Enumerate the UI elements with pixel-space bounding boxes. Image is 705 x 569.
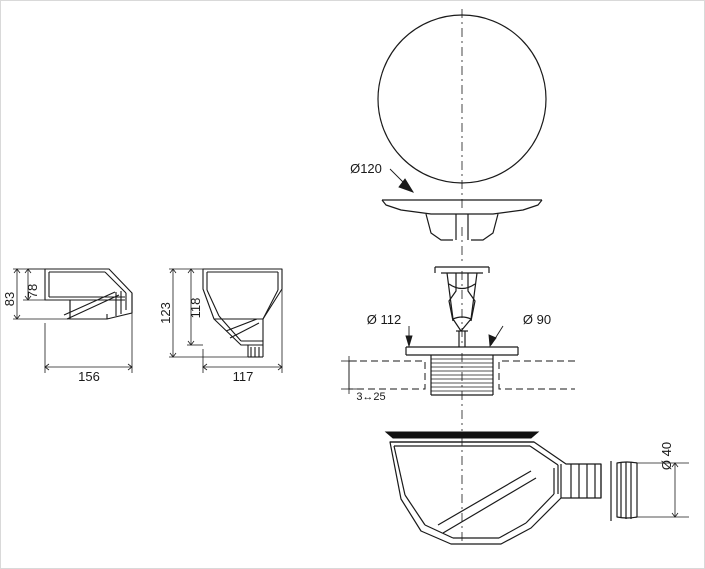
middle-front-view: [202, 268, 283, 358]
dim-label-117: 117: [233, 369, 254, 384]
gasket-seal: [384, 431, 540, 439]
spring-mechanism: [434, 266, 490, 347]
dim-label-123: 123: [158, 302, 173, 324]
left-side-view: [44, 268, 133, 320]
dim-dia90-leader: [488, 325, 504, 348]
hidden-sink-wall-lines: [349, 360, 575, 390]
thread-hatching: [431, 358, 493, 392]
dim-label-dia90: Ø 90: [523, 312, 551, 327]
middle-view-dimension-lines: [169, 268, 283, 373]
dim-dia112-leader: [405, 326, 413, 348]
dim-label-3-25: 3↔25: [356, 391, 385, 403]
dim-label-83: 83: [2, 292, 17, 306]
waste-body-flange: [405, 346, 519, 396]
dim-label-156: 156: [78, 369, 100, 384]
dim-label-dia40: Ø 40: [659, 442, 674, 470]
dim-thread-range: [341, 356, 357, 394]
dim-label-dia112: Ø 112: [367, 312, 401, 327]
trap-body: [389, 441, 602, 545]
dim-label-118: 118: [188, 298, 203, 319]
left-view-dimension-lines: [13, 268, 133, 373]
dim-label-78: 78: [25, 284, 40, 298]
dim-dia40-lines: [637, 462, 689, 518]
cap-top-view-circle: [377, 14, 547, 184]
stopper-cap: [381, 199, 543, 241]
dim-label-dia120: Ø120: [350, 161, 382, 176]
dim-dia120-leader: [389, 168, 415, 193]
outlet-seal-ring: [610, 461, 638, 521]
